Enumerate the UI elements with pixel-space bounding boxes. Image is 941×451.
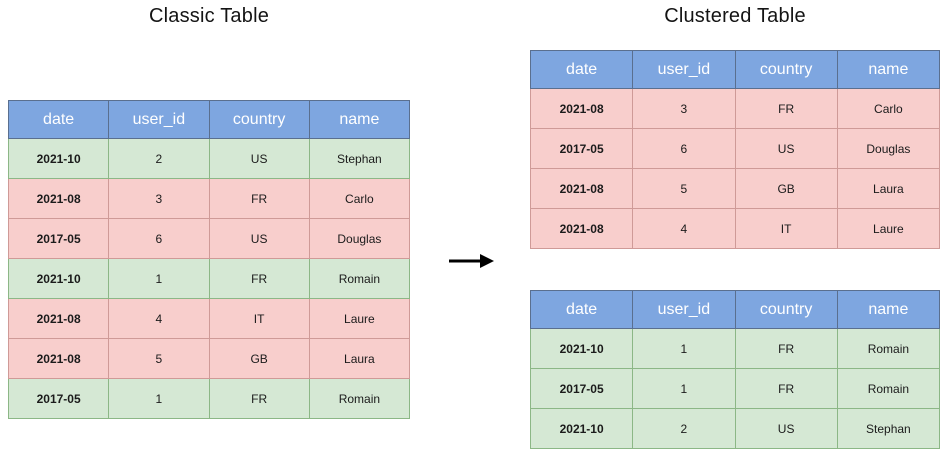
cell-country: US: [734, 408, 838, 449]
cell-user-id: 2: [108, 138, 210, 179]
classic-table-title: Classic Table: [148, 5, 270, 27]
cell-name: Laure: [836, 208, 941, 249]
column-header-user-id: user_id: [632, 50, 736, 89]
cell-user-id: 2: [632, 408, 736, 449]
cell-user-id: 1: [108, 378, 210, 419]
column-header-name: name: [836, 290, 941, 329]
table-row: 2021-08 5 GB Laura: [529, 168, 941, 209]
table-row: 2021-08 4 IT Laure: [7, 298, 411, 339]
table-row: 2021-08 5 GB Laura: [7, 338, 411, 379]
cell-user-id: 5: [108, 338, 210, 379]
column-header-country: country: [734, 50, 838, 89]
cell-country: FR: [208, 378, 310, 419]
cell-name: Laura: [836, 168, 941, 209]
classic-table: date user_id country name 2021-10 2 US S…: [7, 100, 411, 419]
cell-name: Douglas: [836, 128, 941, 169]
column-header-date: date: [529, 50, 634, 89]
table-row: 2021-08 3 FR Carlo: [7, 178, 411, 219]
table-row: 2021-08 4 IT Laure: [529, 208, 941, 249]
cell-date: 2017-05: [529, 368, 634, 409]
cell-name: Romain: [836, 328, 941, 369]
cell-name: Romain: [308, 258, 411, 299]
table-row: 2017-05 6 US Douglas: [529, 128, 941, 169]
cell-country: FR: [208, 178, 310, 219]
cell-user-id: 6: [632, 128, 736, 169]
cell-country: FR: [734, 88, 838, 129]
cell-name: Romain: [836, 368, 941, 409]
cell-user-id: 4: [632, 208, 736, 249]
cell-country: US: [734, 128, 838, 169]
table-row: 2017-05 6 US Douglas: [7, 218, 411, 259]
cell-date: 2021-08: [529, 168, 634, 209]
table-row: 2021-10 1 FR Romain: [529, 328, 941, 369]
table-row: 2021-10 1 FR Romain: [7, 258, 411, 299]
cell-date: 2021-08: [529, 88, 634, 129]
cell-country: FR: [734, 328, 838, 369]
header-row: date user_id country name: [7, 100, 411, 139]
cell-date: 2021-08: [7, 338, 110, 379]
table-row: 2017-05 1 FR Romain: [7, 378, 411, 419]
cell-date: 2021-08: [529, 208, 634, 249]
cell-date: 2021-10: [7, 138, 110, 179]
table-row: 2017-05 1 FR Romain: [529, 368, 941, 409]
clustered-table-title: Clustered Table: [664, 5, 806, 27]
cell-user-id: 6: [108, 218, 210, 259]
cell-country: FR: [734, 368, 838, 409]
header-row: date user_id country name: [529, 50, 941, 89]
cell-date: 2021-10: [529, 408, 634, 449]
cell-country: US: [208, 138, 310, 179]
column-header-user-id: user_id: [632, 290, 736, 329]
cell-date: 2017-05: [7, 378, 110, 419]
column-header-name: name: [308, 100, 411, 139]
cell-name: Carlo: [836, 88, 941, 129]
cell-date: 2021-10: [7, 258, 110, 299]
cell-country: GB: [734, 168, 838, 209]
column-header-name: name: [836, 50, 941, 89]
cell-name: Romain: [308, 378, 411, 419]
cell-country: FR: [208, 258, 310, 299]
cell-user-id: 3: [108, 178, 210, 219]
cell-country: US: [208, 218, 310, 259]
cell-user-id: 1: [108, 258, 210, 299]
column-header-country: country: [734, 290, 838, 329]
cell-name: Douglas: [308, 218, 411, 259]
cell-name: Stephan: [308, 138, 411, 179]
column-header-user-id: user_id: [108, 100, 210, 139]
cell-date: 2021-08: [7, 298, 110, 339]
table-row: 2021-10 2 US Stephan: [529, 408, 941, 449]
cell-name: Laura: [308, 338, 411, 379]
column-header-date: date: [7, 100, 110, 139]
cell-name: Laure: [308, 298, 411, 339]
column-header-date: date: [529, 290, 634, 329]
cell-country: IT: [208, 298, 310, 339]
cell-name: Stephan: [836, 408, 941, 449]
header-row: date user_id country name: [529, 290, 941, 329]
cell-date: 2021-10: [529, 328, 634, 369]
clustered-table-pink: date user_id country name 2021-08 3 FR C…: [529, 50, 941, 249]
cell-user-id: 1: [632, 368, 736, 409]
clustered-table-green: date user_id country name 2021-10 1 FR R…: [529, 290, 941, 449]
cell-user-id: 3: [632, 88, 736, 129]
cell-user-id: 5: [632, 168, 736, 209]
cell-user-id: 1: [632, 328, 736, 369]
column-header-country: country: [208, 100, 310, 139]
cell-country: IT: [734, 208, 838, 249]
cell-name: Carlo: [308, 178, 411, 219]
cell-country: GB: [208, 338, 310, 379]
cell-date: 2017-05: [7, 218, 110, 259]
cell-date: 2021-08: [7, 178, 110, 219]
table-row: 2021-10 2 US Stephan: [7, 138, 411, 179]
cell-date: 2017-05: [529, 128, 634, 169]
cell-user-id: 4: [108, 298, 210, 339]
table-row: 2021-08 3 FR Carlo: [529, 88, 941, 129]
right-arrow-icon: [448, 252, 496, 270]
